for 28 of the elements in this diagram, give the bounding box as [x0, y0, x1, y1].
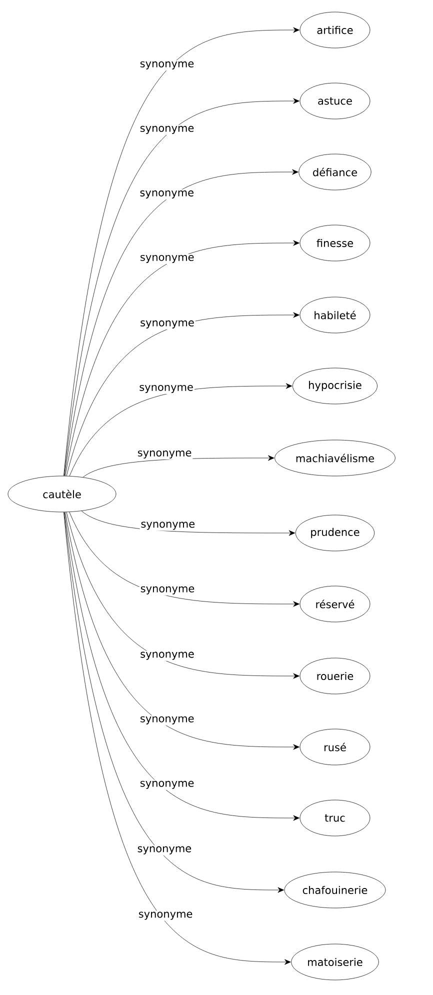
edge-label: synonyme [139, 585, 196, 596]
arrow [64, 512, 284, 893]
arrow [65, 512, 300, 750]
edge-label: synonyme [139, 650, 196, 661]
arrow [64, 512, 291, 965]
edge-label: synonyme [138, 254, 196, 264]
arrow [64, 512, 300, 821]
edge-label: synonyme [140, 520, 196, 531]
edge-label: synonyme [139, 319, 196, 330]
edge-label: synonyme [138, 189, 196, 200]
arrow [66, 512, 300, 679]
edge-label: synonyme [138, 384, 194, 394]
edge-label: synonyme [136, 845, 193, 856]
edge-label: synonyme [138, 60, 196, 70]
arrow [66, 312, 300, 476]
arrow [69, 383, 292, 476]
edge-label: synonyme [137, 910, 194, 921]
edge-label: synonyme [138, 124, 196, 135]
edge-label: synonyme [136, 450, 193, 460]
arrow [64, 169, 298, 476]
arrow [82, 455, 274, 478]
arrow [69, 512, 300, 607]
arrow [64, 27, 300, 476]
edge-label: synonyme [138, 715, 196, 726]
arrow [64, 98, 300, 476]
arrow [65, 240, 300, 476]
arrow [81, 510, 296, 536]
edge-label: synonyme [138, 780, 196, 790]
